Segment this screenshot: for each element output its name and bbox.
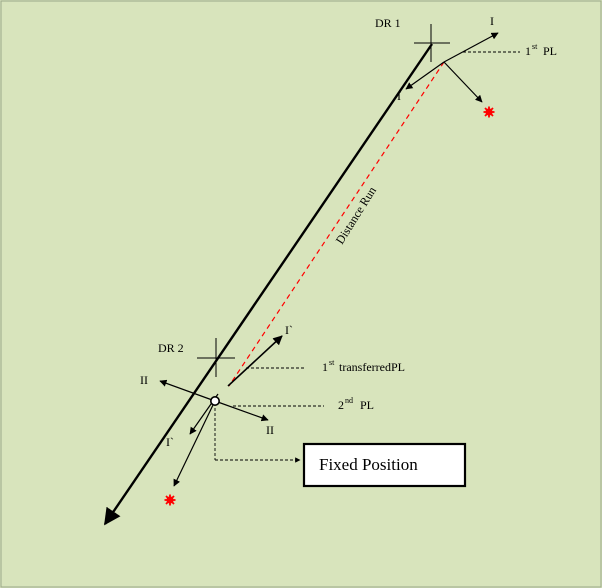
course-line bbox=[104, 43, 433, 526]
dr1-label: DR 1 bbox=[375, 16, 401, 30]
transferred-pl-label: 1 st transferredPL bbox=[322, 358, 405, 374]
fixed-position-label: Fixed Position bbox=[319, 455, 418, 474]
fixed-position-inner bbox=[313, 451, 449, 479]
ii-label-right: II bbox=[266, 423, 274, 437]
pl2-text: PL bbox=[360, 398, 374, 412]
pl1-number: 1 bbox=[525, 44, 531, 58]
pl1-text: PL bbox=[543, 44, 557, 58]
i-prime-label-lower: I` bbox=[166, 435, 174, 449]
i-label-left: I bbox=[397, 89, 401, 103]
star-marker-lower bbox=[164, 494, 176, 506]
star-marker-upper bbox=[483, 106, 495, 118]
transferred-pl-arrow-up bbox=[227, 335, 283, 387]
pl1-label: 1 st PL bbox=[525, 42, 557, 58]
pl2-bearing-arrow bbox=[173, 404, 214, 487]
pl1-superscript: st bbox=[532, 42, 538, 51]
i-label-top: I bbox=[490, 14, 494, 28]
pl2-label: 2 nd PL bbox=[338, 396, 374, 412]
fixed-position-box: Fixed Position bbox=[302, 442, 467, 488]
tpl-superscript: st bbox=[329, 358, 335, 367]
distance-run-label: Distance Run bbox=[333, 184, 379, 247]
pl2-arrow-right bbox=[214, 400, 269, 422]
pl2-superscript: nd bbox=[345, 396, 353, 405]
distance-run-line bbox=[228, 61, 445, 387]
pl1-arrow-down bbox=[405, 61, 445, 90]
tpl-text: transferredPL bbox=[339, 360, 405, 374]
pl2-arrow-left bbox=[159, 379, 216, 402]
i-prime-label-upper: I` bbox=[285, 323, 293, 337]
ii-label-left: II bbox=[140, 373, 148, 387]
pl2-number: 2 bbox=[338, 398, 344, 412]
pl1-bearing-arrow bbox=[443, 61, 483, 103]
pl1-arrow-up bbox=[443, 32, 499, 63]
fix-circle bbox=[210, 395, 221, 406]
dr2-label: DR 2 bbox=[158, 341, 184, 355]
tpl-number: 1 bbox=[322, 360, 328, 374]
